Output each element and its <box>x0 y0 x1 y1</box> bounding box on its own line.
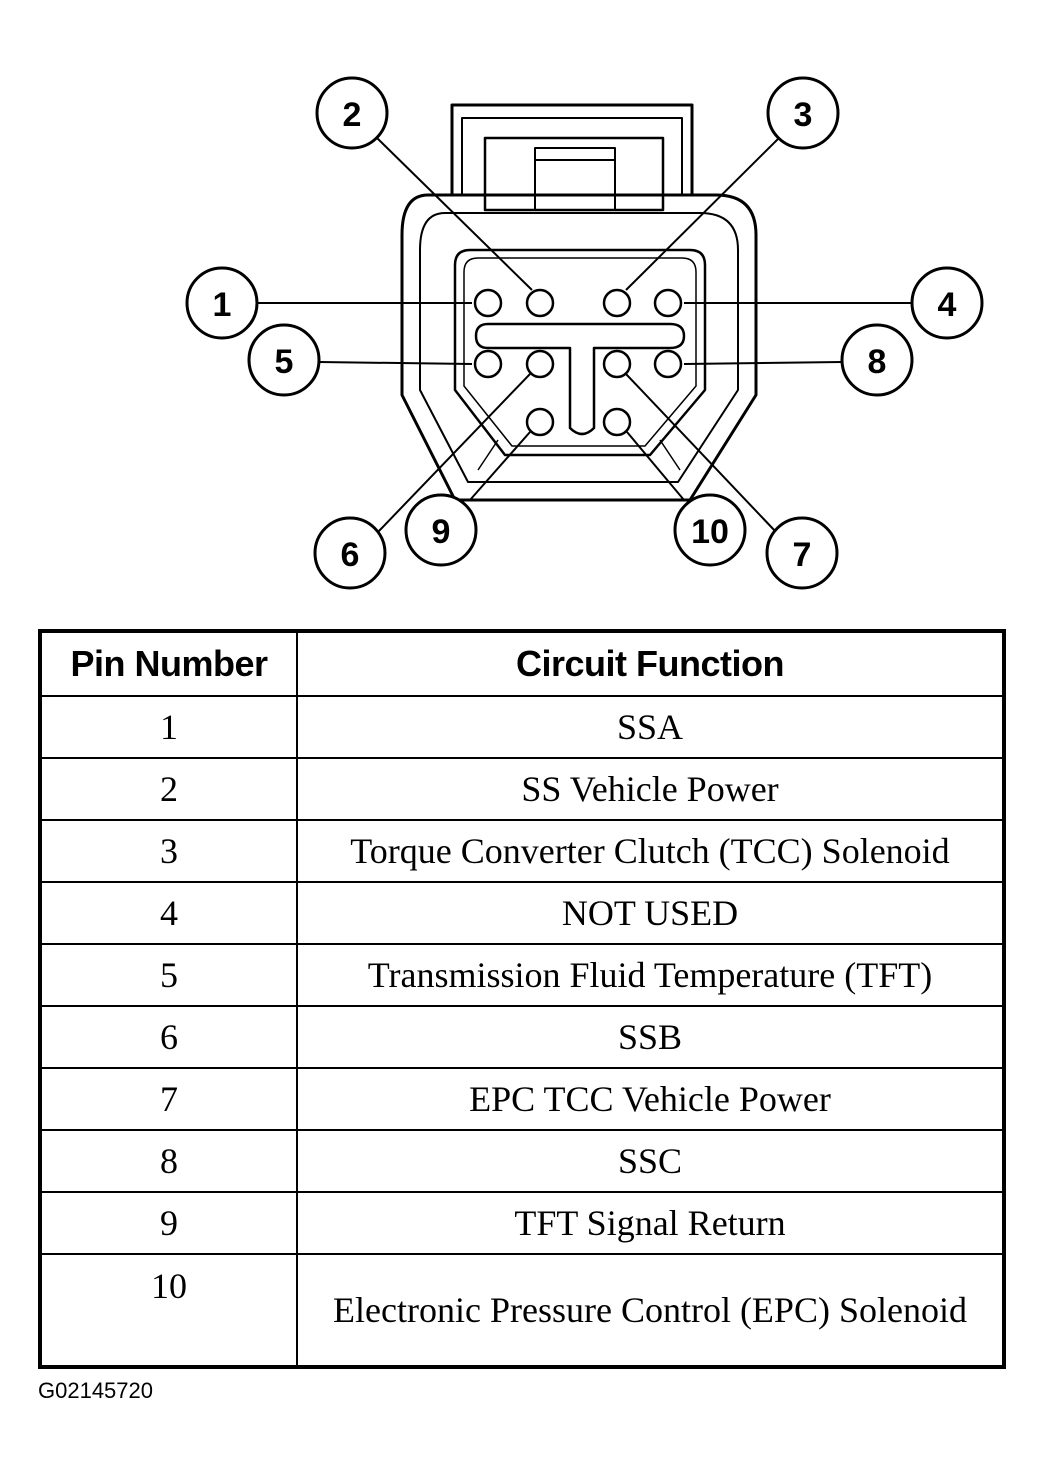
table-row: 7 EPC TCC Vehicle Power <box>39 1067 1005 1131</box>
table-row: 6 SSB <box>39 1005 1005 1069</box>
callout-circle-4 <box>910 266 984 340</box>
callout-circle-5 <box>247 323 321 397</box>
pin-number-cell: 1 <box>39 695 298 759</box>
pin-socket-5 <box>473 349 503 379</box>
pin-number-cell: 5 <box>39 943 298 1007</box>
leader-lines <box>257 134 912 533</box>
pin-socket-1 <box>473 288 503 318</box>
circuit-function-cell: Torque Converter Clutch (TCC) Solenoid <box>296 819 1005 883</box>
table-row: 2 SS Vehicle Power <box>39 757 1005 821</box>
header-circuit-function: Circuit Function <box>296 630 1005 697</box>
table-row: 8 SSC <box>39 1129 1005 1193</box>
callout-label-10: 10 <box>691 513 729 551</box>
circuit-function-cell: SS Vehicle Power <box>296 757 1005 821</box>
callout-label-4: 4 <box>938 286 957 324</box>
callout-circle-7 <box>765 516 839 590</box>
pin-number-cell: 8 <box>39 1129 298 1193</box>
callout-circle-10 <box>673 493 747 567</box>
figure-code: G02145720 <box>38 1378 153 1403</box>
pin-number-cell: 10 <box>39 1253 298 1368</box>
pin-socket-3 <box>602 288 632 318</box>
callout-label-5: 5 <box>275 343 294 381</box>
table-row: 10 Electronic Pressure Control (EPC) Sol… <box>39 1253 1005 1368</box>
callout-label-1: 1 <box>213 286 232 324</box>
table-row: 3 Torque Converter Clutch (TCC) Solenoid <box>39 819 1005 883</box>
pin-function-table: Pin Number Circuit Function 1 SSA 2 SS V… <box>38 629 1006 1369</box>
table-row: 4 NOT USED <box>39 881 1005 945</box>
pin-socket-6 <box>525 349 555 379</box>
connector-diagram: 1 2 3 4 5 6 7 8 9 10 <box>185 76 984 590</box>
pin-socket-4 <box>653 288 683 318</box>
pin-socket-2 <box>525 288 555 318</box>
table-row: 5 Transmission Fluid Temperature (TFT) <box>39 943 1005 1007</box>
table-row: 9 TFT Signal Return <box>39 1191 1005 1255</box>
callout-circle-2 <box>315 76 389 150</box>
pin-socket-9 <box>525 407 555 437</box>
circuit-function-cell: Electronic Pressure Control (EPC) Soleno… <box>296 1253 1005 1368</box>
callout-label-9: 9 <box>432 513 451 551</box>
pin-sockets <box>473 288 683 437</box>
callout-circles <box>185 76 984 590</box>
callout-circle-6 <box>313 516 387 590</box>
pin-number-cell: 3 <box>39 819 298 883</box>
header-pin-number: Pin Number <box>39 630 298 697</box>
pin-number-cell: 2 <box>39 757 298 821</box>
callout-circle-1 <box>185 266 259 340</box>
pin-number-cell: 4 <box>39 881 298 945</box>
connector-lock-tab <box>450 103 694 212</box>
circuit-function-cell: SSC <box>296 1129 1005 1193</box>
callout-label-6: 6 <box>341 536 360 574</box>
table-header-row: Pin Number Circuit Function <box>39 630 1005 697</box>
callout-circle-8 <box>840 323 914 397</box>
callout-circle-3 <box>766 76 840 150</box>
callout-label-8: 8 <box>868 343 887 381</box>
connector-housing <box>400 193 758 502</box>
circuit-function-cell: EPC TCC Vehicle Power <box>296 1067 1005 1131</box>
circuit-function-cell: TFT Signal Return <box>296 1191 1005 1255</box>
circuit-function-cell: NOT USED <box>296 881 1005 945</box>
pin-number-cell: 6 <box>39 1005 298 1069</box>
circuit-function-cell: SSA <box>296 695 1005 759</box>
pin-socket-7 <box>602 349 632 379</box>
pin-socket-10 <box>602 407 632 437</box>
callout-label-3: 3 <box>794 96 813 134</box>
callout-label-7: 7 <box>793 536 812 574</box>
callout-label-2: 2 <box>343 96 362 134</box>
pin-number-cell: 9 <box>39 1191 298 1255</box>
circuit-function-cell: SSB <box>296 1005 1005 1069</box>
pin-number-cell: 7 <box>39 1067 298 1131</box>
callout-circle-9 <box>404 493 478 567</box>
pin-socket-8 <box>653 349 683 379</box>
circuit-function-cell: Transmission Fluid Temperature (TFT) <box>296 943 1005 1007</box>
table-row: 1 SSA <box>39 695 1005 759</box>
